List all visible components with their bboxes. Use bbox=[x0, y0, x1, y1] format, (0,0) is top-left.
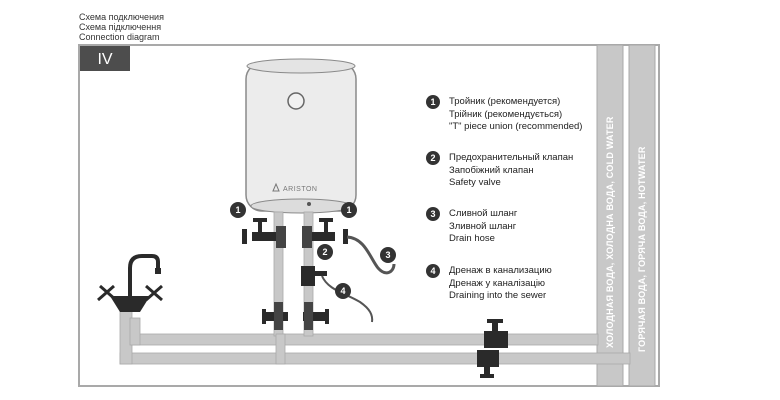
hot-supply-pipe bbox=[119, 352, 631, 365]
legend-tee-ru: Тройник (рекомендуется) bbox=[449, 96, 561, 107]
cold-water-riser bbox=[596, 44, 624, 387]
legend-tee-ua: Трійник (рекомендується) bbox=[449, 108, 563, 120]
mixer-cold-leg bbox=[129, 317, 141, 346]
legend-item-drain-hose: 3 Сливной шланг Зливной шланг Drain hose bbox=[426, 207, 606, 247]
legend-item-safety-valve: 2 Предохранительный клапан Запобіжний кл… bbox=[426, 151, 606, 191]
legend-badge-1: 1 bbox=[426, 95, 440, 109]
legend-badge-3: 3 bbox=[426, 207, 440, 221]
cold-supply-valve-icon bbox=[484, 319, 508, 348]
hot-outlet-drop bbox=[275, 333, 286, 365]
sewer-drain-hose bbox=[321, 275, 374, 323]
callout-tee-left: 1 bbox=[230, 202, 246, 218]
callout-tee-right-number: 1 bbox=[346, 205, 351, 215]
drain-hose bbox=[346, 235, 396, 275]
diagram-frame bbox=[78, 44, 660, 387]
tee-valve-right-icon bbox=[302, 218, 348, 248]
callout-drain-hose: 3 bbox=[380, 247, 396, 263]
cold-water-label: ХОЛОДНАЯ ВОДА, ХОЛОДНА ВОДА, COLD WATER bbox=[605, 116, 615, 348]
legend-valve-en: Safety valve bbox=[449, 177, 501, 188]
section-label: IV bbox=[97, 51, 112, 68]
legend-badge-4: 4 bbox=[426, 264, 440, 278]
tee-valve-left-icon bbox=[242, 218, 286, 248]
lower-valve-left-icon bbox=[262, 302, 288, 330]
callout-sewer: 4 bbox=[335, 283, 351, 299]
header-title-ua: Схема підключення bbox=[79, 22, 162, 32]
mixer-tap-icon bbox=[97, 254, 163, 312]
callout-drain-hose-number: 3 bbox=[385, 250, 390, 260]
legend-sewer-ru: Дренаж в канализацию bbox=[449, 265, 552, 276]
legend-valve-ru: Предохранительный клапан bbox=[449, 152, 574, 163]
legend-sewer-en: Draining into the sewer bbox=[449, 290, 547, 301]
brand-label: ARISTON bbox=[283, 186, 318, 193]
callout-safety-valve-number: 2 bbox=[322, 247, 327, 257]
callout-tee-left-number: 1 bbox=[235, 205, 240, 215]
header-title-ru: Схема подключения bbox=[79, 12, 164, 22]
section-badge bbox=[80, 46, 130, 71]
thermostat-knob-icon bbox=[287, 92, 305, 110]
callout-safety-valve: 2 bbox=[317, 244, 333, 260]
indicator-light-icon bbox=[307, 202, 311, 206]
hot-water-riser bbox=[628, 44, 656, 387]
legend-hose-ru: Сливной шланг bbox=[449, 208, 518, 219]
callout-tee-right: 1 bbox=[341, 202, 357, 218]
legend-item-tee: 1 Тройник (рекомендуется) Трійник (реком… bbox=[426, 95, 606, 135]
safety-valve-icon bbox=[301, 266, 327, 286]
callout-sewer-number: 4 bbox=[340, 286, 345, 296]
lower-valve-right-icon bbox=[303, 302, 329, 330]
cold-supply-pipe bbox=[129, 333, 599, 346]
legend-tee-en: "T" piece union (recommended) bbox=[449, 121, 583, 132]
legend-badge-2: 2 bbox=[426, 151, 440, 165]
header-title-en: Connection diagram bbox=[79, 32, 160, 42]
hot-supply-valve-icon bbox=[477, 350, 499, 378]
water-heater-tank: ARISTON bbox=[245, 58, 357, 214]
legend-sewer-ua: Дренаж у каналізацію bbox=[449, 277, 546, 289]
legend-hose-ua: Зливной шланг bbox=[449, 220, 517, 232]
hot-water-label: ГОРЯЧАЯ ВОДА, ГОРЯЧА ВОДА, HOTWATER bbox=[637, 146, 647, 352]
legend-valve-ua: Запобіжний клапан bbox=[449, 164, 534, 176]
legend-item-sewer: 4 Дренаж в канализацию Дренаж у каналіза… bbox=[426, 264, 606, 304]
legend-hose-en: Drain hose bbox=[449, 233, 495, 244]
ariston-logo-icon bbox=[272, 182, 280, 192]
